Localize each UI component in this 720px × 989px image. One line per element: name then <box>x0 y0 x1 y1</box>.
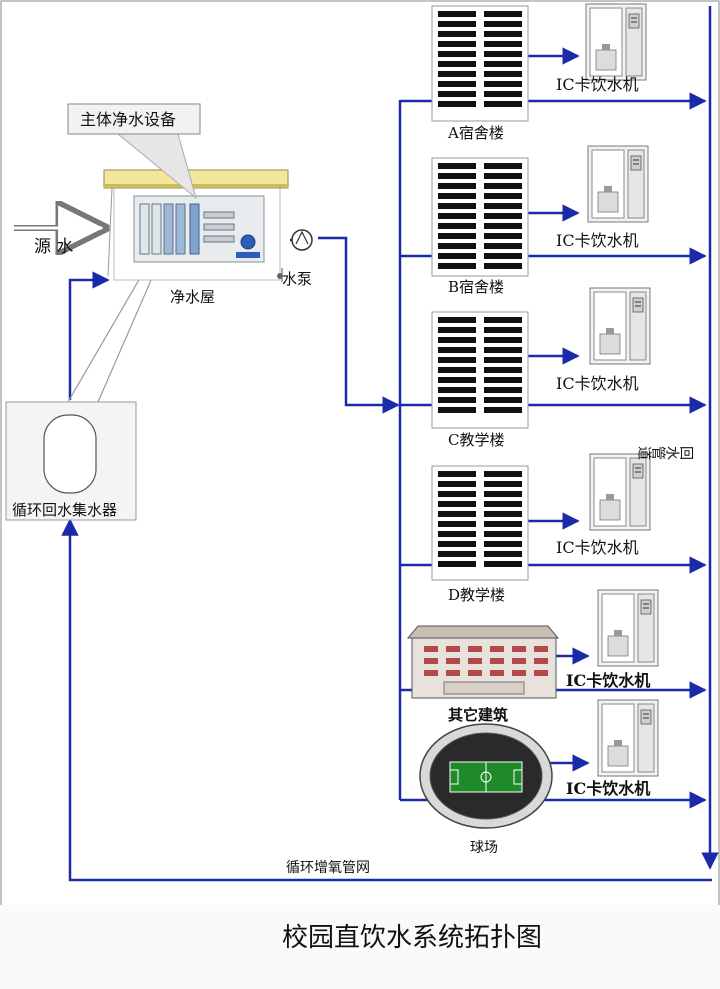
source-water-label: 源 水 <box>34 237 73 257</box>
collector-callout-left <box>67 277 141 403</box>
building-d-icon <box>431 465 529 581</box>
room-outlet-dot <box>277 273 283 279</box>
dispenser-b-icon <box>587 145 649 223</box>
purification-room-label: 净水屋 <box>170 288 215 306</box>
diagram-title: 校园直饮水系统拓扑图 <box>282 923 542 953</box>
main-equipment-callout: 主体净水设备 <box>67 103 201 200</box>
room-roof-edge <box>104 184 288 188</box>
dispenser-label-c: IC卡饮水机 <box>556 374 639 393</box>
main-equipment-label: 主体净水设备 <box>80 110 176 129</box>
building-other-icon <box>406 625 560 699</box>
dispenser-c-icon <box>589 287 651 365</box>
building-c-icon <box>431 311 529 429</box>
collector-callout-right <box>97 277 153 403</box>
building-label-other: 其它建筑 <box>448 706 508 724</box>
pump-label: 水泵 <box>282 270 312 288</box>
supply-main-pipe <box>318 236 400 414</box>
dispenser-label-a: IC卡饮水机 <box>556 75 639 94</box>
dispenser-d-icon <box>589 453 651 531</box>
collector-unit: 循环回水集水器 <box>5 277 153 521</box>
dispenser-field-icon <box>597 699 659 777</box>
building-label-field: 球场 <box>470 840 498 856</box>
dispenser-label-d: IC卡饮水机 <box>556 538 639 557</box>
dispenser-other-icon <box>597 589 659 667</box>
dispenser-a-icon <box>585 3 647 81</box>
room-left-wall <box>107 187 113 277</box>
building-label-d: D教学楼 <box>448 586 505 604</box>
source-water: 源 水 <box>14 228 104 257</box>
building-a-icon <box>431 5 529 122</box>
building-field-icon <box>419 723 553 829</box>
purification-equipment-icon <box>133 195 265 263</box>
collector-label: 循环回水集水器 <box>12 501 117 519</box>
purification-room: 净水屋 <box>103 169 289 306</box>
callout-box <box>67 103 201 135</box>
dispenser-label-field: IC卡饮水机 <box>566 779 650 798</box>
building-b-icon <box>431 157 529 277</box>
loop-return-pipe <box>61 518 712 882</box>
title-band <box>0 905 720 989</box>
dispenser-label-other: IC卡饮水机 <box>566 671 650 690</box>
pump: 水泵 <box>282 229 313 288</box>
collector-tank-icon <box>43 414 97 494</box>
building-label-a: A宿舍楼 <box>447 124 504 142</box>
collector-to-room-pipe <box>68 271 110 400</box>
dispenser-label-b: IC卡饮水机 <box>556 231 639 250</box>
loop-network-label: 循环增氧管网 <box>286 860 370 876</box>
building-label-b: B宿舍楼 <box>448 278 504 296</box>
building-label-c: C教学楼 <box>448 431 504 449</box>
return-pipe-label: 回水管道 <box>637 444 694 460</box>
